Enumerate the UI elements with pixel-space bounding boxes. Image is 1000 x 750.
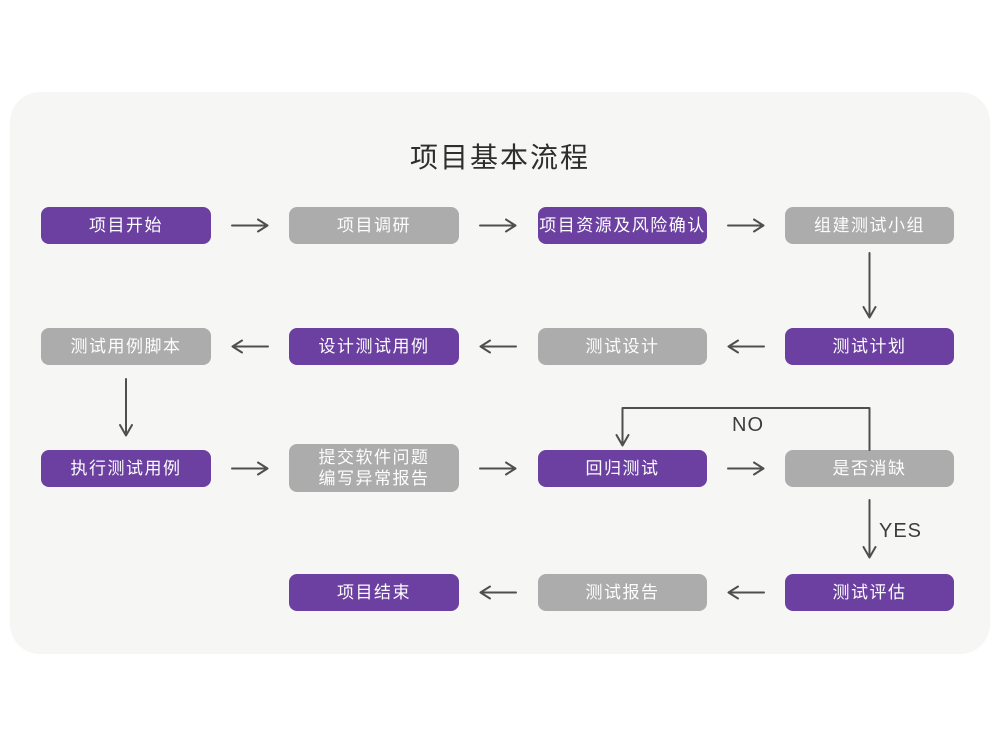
node-test-report: 测试报告 [538,574,707,611]
node-test-plan: 测试计划 [785,328,954,365]
node-test-evaluation: 测试评估 [785,574,954,611]
node-resources-risk: 项目资源及风险确认 [538,207,707,244]
node-submit-issues: 提交软件问题 编写异常报告 [289,444,459,492]
node-regression-test: 回归测试 [538,450,707,487]
edge-label-yes: YES [879,520,923,542]
node-test-design: 测试设计 [538,328,707,365]
node-design-test-cases: 设计测试用例 [289,328,459,365]
node-project-start: 项目开始 [41,207,211,244]
node-project-research: 项目调研 [289,207,459,244]
edge-label-no: NO [732,414,764,436]
node-defect-resolved: 是否消缺 [785,450,954,487]
node-test-case-scripts: 测试用例脚本 [41,328,211,365]
node-project-end: 项目结束 [289,574,459,611]
page-title: 项目基本流程 [409,142,590,173]
flowchart-card [10,92,990,654]
node-execute-test-cases: 执行测试用例 [41,450,211,487]
node-build-test-team: 组建测试小组 [785,207,954,244]
